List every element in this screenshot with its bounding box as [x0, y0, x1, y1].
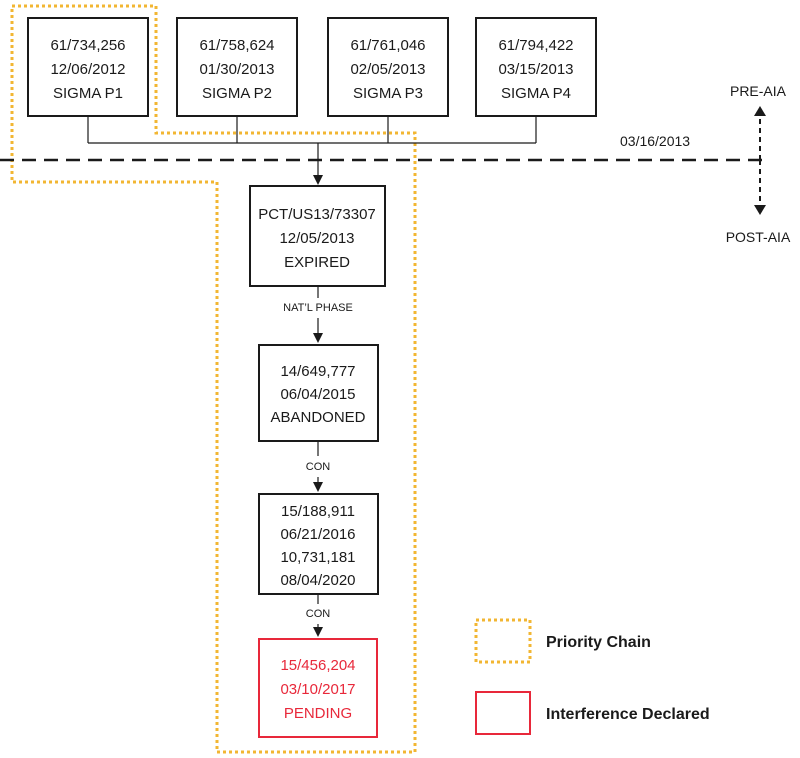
app2-date: 06/21/2016	[280, 526, 355, 543]
pct-box: PCT/US13/73307 12/05/2013 EXPIRED	[250, 186, 385, 286]
pct-status: EXPIRED	[284, 254, 350, 271]
provisional-box-p3: 61/761,046 02/05/2013 SIGMA P3	[328, 18, 448, 116]
legend-interference-label: Interference Declared	[546, 706, 710, 723]
app3-status: PENDING	[284, 705, 352, 722]
app1-status: ABANDONED	[270, 409, 365, 426]
app1-date: 06/04/2015	[280, 386, 355, 403]
application-box-pending: 15/456,204 03/10/2017 PENDING	[259, 639, 377, 737]
p1-number: 61/734,256	[50, 37, 125, 54]
pct-number: PCT/US13/73307	[258, 206, 376, 223]
provisional-box-p2: 61/758,624 01/30/2013 SIGMA P2	[177, 18, 297, 116]
p4-number: 61/794,422	[498, 37, 573, 54]
app2-patent-number: 10,731,181	[280, 549, 355, 566]
pct-date: 12/05/2013	[279, 230, 354, 247]
legend-priority-swatch	[476, 620, 530, 662]
application-box-patented: 15/188,911 06/21/2016 10,731,181 08/04/2…	[259, 494, 378, 594]
p3-name: SIGMA P3	[353, 85, 423, 102]
app2-issue-date: 08/04/2020	[280, 572, 355, 589]
con2-label: CON	[306, 608, 331, 620]
p1-name: SIGMA P1	[53, 85, 123, 102]
app3-number: 15/456,204	[280, 657, 355, 674]
arrow-up-icon	[754, 106, 766, 116]
con1-label: CON	[306, 461, 331, 473]
arrow-down-icon	[754, 205, 766, 215]
p2-number: 61/758,624	[199, 37, 274, 54]
legend-priority-label: Priority Chain	[546, 634, 651, 651]
p3-number: 61/761,046	[350, 37, 425, 54]
provisional-box-p4: 61/794,422 03/15/2013 SIGMA P4	[476, 18, 596, 116]
application-box-abandoned: 14/649,777 06/04/2015 ABANDONED	[259, 345, 378, 441]
p2-date: 01/30/2013	[199, 61, 274, 78]
provisional-box-p1: 61/734,256 12/06/2012 SIGMA P1	[28, 18, 148, 116]
app1-number: 14/649,777	[280, 363, 355, 380]
app2-number: 15/188,911	[281, 503, 355, 520]
legend-interference-swatch	[476, 692, 530, 734]
p4-date: 03/15/2013	[498, 61, 573, 78]
p3-date: 02/05/2013	[350, 61, 425, 78]
p1-date: 12/06/2012	[50, 61, 125, 78]
p2-name: SIGMA P2	[202, 85, 272, 102]
natl-phase-label: NAT’L PHASE	[283, 302, 353, 314]
pre-aia-label: PRE-AIA	[730, 83, 787, 99]
legend: Priority Chain Interference Declared	[476, 620, 710, 734]
app3-date: 03/10/2017	[280, 681, 355, 698]
post-aia-label: POST-AIA	[726, 229, 791, 245]
cutoff-date: 03/16/2013	[620, 133, 690, 149]
p4-name: SIGMA P4	[501, 85, 571, 102]
